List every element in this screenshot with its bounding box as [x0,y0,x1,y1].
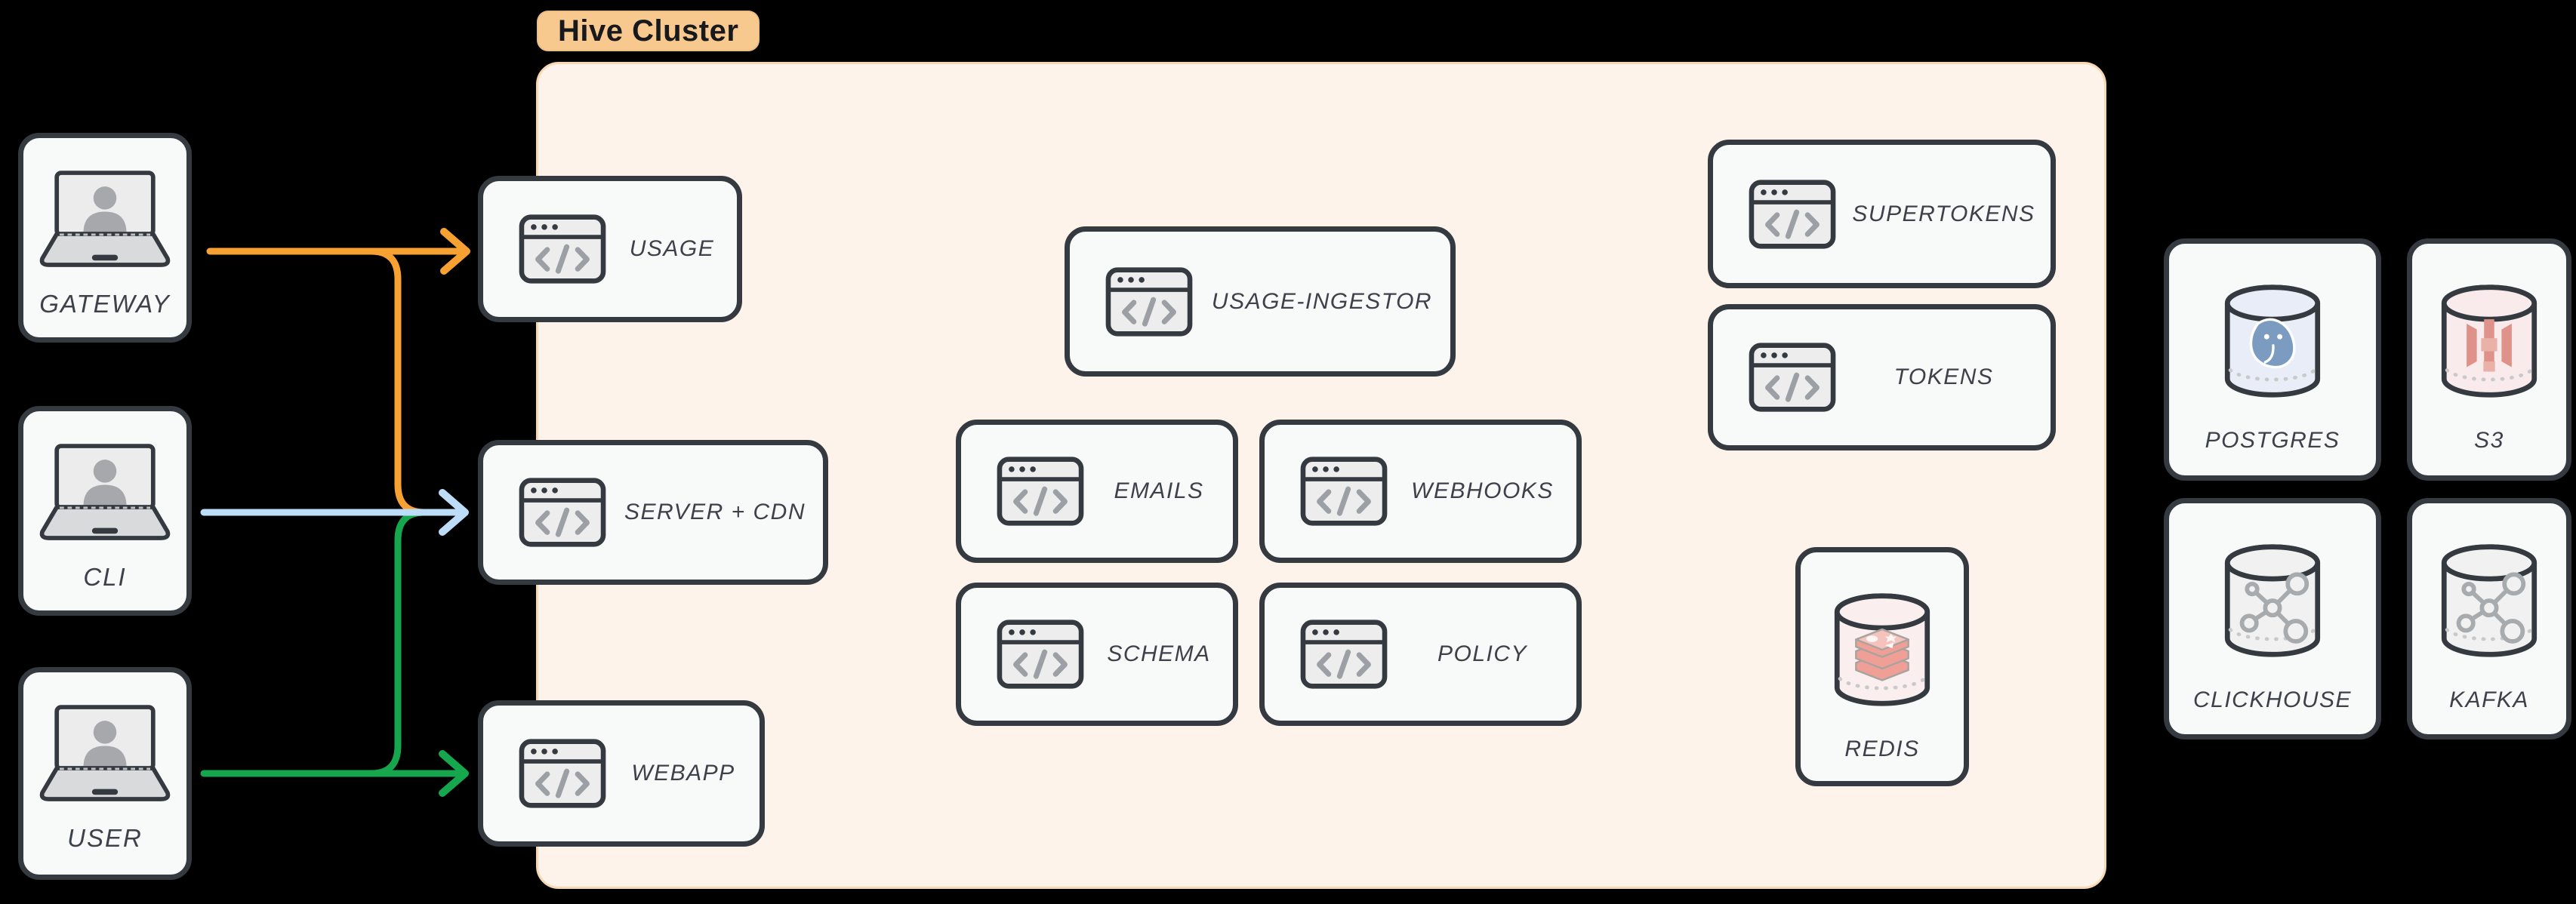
service-webapp: WEBAPP [478,700,765,847]
actor-gateway: GATEWAY [18,133,192,343]
code-window-icon [1299,456,1388,527]
edge-gateway-servercdn [368,248,454,516]
laptop-user-icon [29,701,180,806]
datastore-kafka-label: KAFKA [2449,687,2529,712]
service-tokens: TOKENS [1708,304,2056,450]
service-usage: USAGE [478,176,742,322]
service-usage-ingestor: USAGE-INGESTOR [1065,226,1456,377]
service-usage-label: USAGE [629,236,715,261]
datastore-clickhouse: CLICKHOUSE [2164,498,2381,739]
service-policy-label: POLICY [1437,641,1528,666]
code-window-icon [1299,619,1388,690]
service-webapp-label: WEBAPP [631,761,735,786]
datastore-postgres-label: POSTGRES [2205,428,2340,453]
service-redis: REDIS [1795,547,1969,786]
s3-database-icon [2438,281,2541,401]
actor-user-label: USER [67,824,143,852]
service-emails-label: EMAILS [1114,478,1204,503]
network-database-icon [2438,541,2541,660]
service-usage-ingestor-label: USAGE-INGESTOR [1211,288,1433,314]
datastore-s3-label: S3 [2474,428,2504,453]
code-window-icon [996,619,1085,690]
service-supertokens-label: SUPERTOKENS [1852,201,2035,226]
service-server-cdn-label: SERVER + CDN [624,500,806,524]
datastore-s3: S3 [2407,238,2571,481]
code-window-icon [996,456,1085,527]
edge-cli-servercdn-arrowhead [439,489,469,536]
edge-user-webapp-arrowhead [439,750,469,797]
code-window-icon [518,738,607,809]
service-server-cdn: SERVER + CDN [478,440,828,585]
service-emails: EMAILS [956,420,1238,563]
service-schema-label: SCHEMA [1107,641,1211,666]
code-window-icon [1748,179,1837,250]
laptop-user-icon [29,167,180,272]
datastore-kafka: KAFKA [2407,498,2571,739]
actor-cli-label: CLI [83,563,127,591]
hive-cluster-badge: Hive Cluster [537,11,760,51]
service-schema: SCHEMA [956,583,1238,726]
network-database-icon [2221,541,2324,660]
service-webhooks: WEBHOOKS [1259,420,1582,563]
service-redis-label: REDIS [1844,736,1920,761]
service-webhooks-label: WEBHOOKS [1411,478,1554,503]
actor-cli: CLI [18,406,192,616]
redis-database-icon [1831,590,1934,709]
datastore-clickhouse-label: CLICKHOUSE [2192,687,2353,712]
postgres-database-icon [2221,281,2324,401]
code-window-icon [1748,342,1837,413]
service-tokens-label: TOKENS [1893,364,1994,389]
edge-gateway-usage-arrowhead [440,228,470,275]
code-window-icon [518,477,607,548]
actor-user: USER [18,667,192,880]
code-window-icon [1105,266,1194,337]
service-policy: POLICY [1259,583,1582,726]
laptop-user-icon [29,440,180,545]
service-supertokens: SUPERTOKENS [1708,140,2056,288]
edge-user-servercdn [368,509,454,777]
datastore-postgres: POSTGRES [2164,238,2381,481]
actor-gateway-label: GATEWAY [39,290,171,318]
code-window-icon [518,214,607,284]
